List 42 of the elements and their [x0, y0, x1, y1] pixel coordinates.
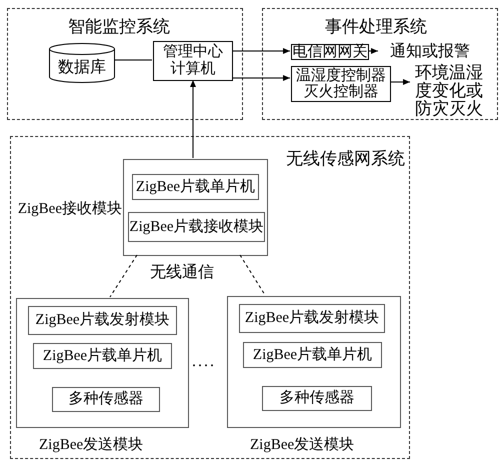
module-title: ZigBee接收模块 — [18, 200, 122, 219]
node-label: ZigBee片载发射模块 — [244, 308, 380, 328]
component-box — [52, 387, 160, 412]
arrow — [232, 75, 290, 81]
component-box — [243, 342, 382, 368]
node-label: 灭火控制器 — [304, 84, 378, 100]
arrow — [232, 48, 290, 54]
process-box — [153, 41, 233, 81]
arrow — [368, 48, 378, 54]
node-label: 环境温湿度变化或防灾灭火 — [414, 64, 484, 118]
dashed-connector — [110, 254, 138, 298]
component-box — [28, 306, 177, 335]
node-label: 温湿度控制器 — [296, 68, 386, 84]
group-title: 事件处理系统 — [325, 16, 427, 38]
system-group — [10, 136, 410, 459]
component-box — [33, 343, 172, 369]
arrow — [390, 79, 410, 85]
node-label: ZigBee片载单片机 — [252, 346, 372, 365]
node-label: ZigBee片载发射模块 — [35, 310, 170, 330]
node-label: 多种传感器 — [68, 390, 144, 410]
component-box — [262, 386, 372, 411]
ellipsis-text: .... — [192, 353, 216, 370]
node-label: 管理中心计算机 — [162, 44, 224, 78]
system-group — [262, 8, 498, 120]
node-label: 通知或报警 — [390, 42, 470, 62]
group-title: 无线传感网系统 — [286, 148, 405, 170]
module-title: ZigBee发送模块 — [250, 436, 354, 455]
node-label: ZigBee片载单片机 — [136, 178, 256, 197]
system-group — [7, 8, 243, 120]
component-box — [239, 304, 385, 333]
process-box — [291, 66, 391, 102]
node-label: ZigBee片载单片机 — [42, 346, 162, 366]
group-title: 智能监控系统 — [68, 16, 170, 38]
node-label: 多种传感器 — [280, 388, 354, 408]
arrow — [190, 80, 196, 158]
dashed-connector — [240, 254, 266, 296]
note-text: 无线通信 — [150, 264, 214, 281]
node-label: ZigBee片载接收模块 — [129, 218, 264, 237]
database-cylinder — [49, 43, 115, 83]
node-label: 数据库 — [58, 58, 106, 78]
component-box — [128, 212, 265, 242]
module-title: ZigBee发送模块 — [39, 436, 144, 455]
